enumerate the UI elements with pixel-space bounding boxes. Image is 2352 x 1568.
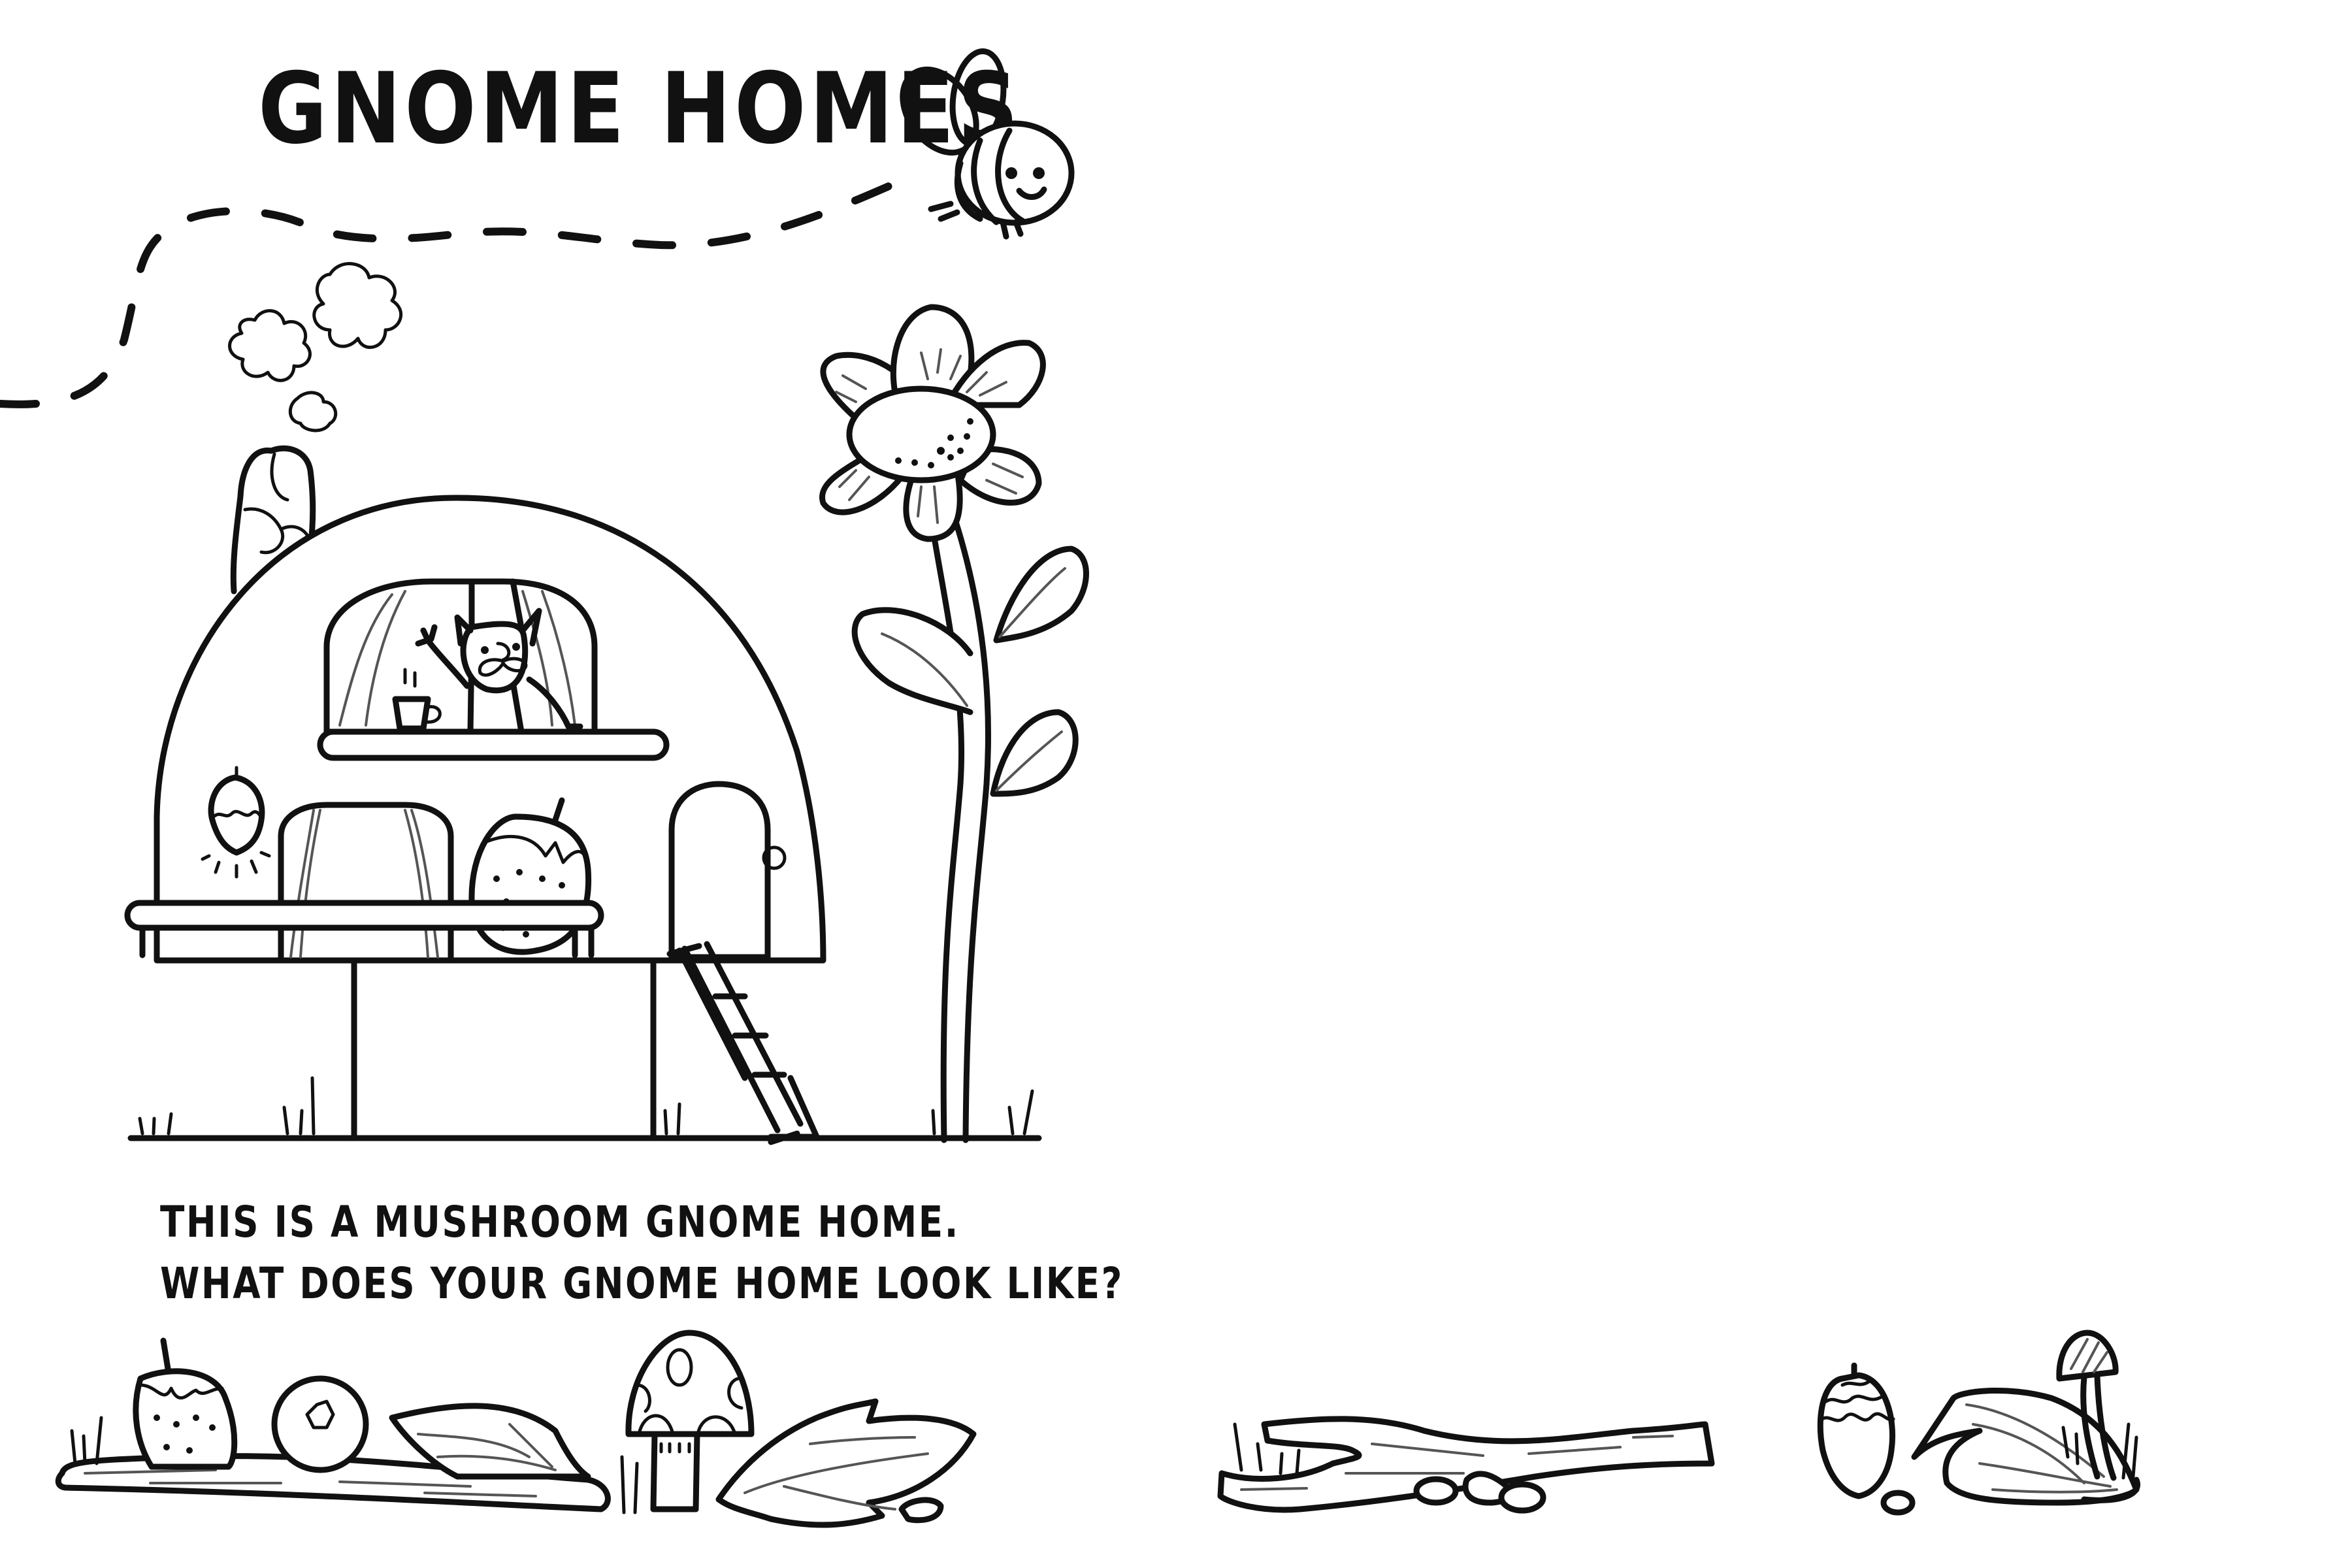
ladder-icon — [666, 941, 820, 1145]
flight-path-icon — [0, 174, 912, 408]
mushroom-house — [124, 495, 826, 1145]
blueberry-icon — [271, 1375, 369, 1473]
round-door — [668, 781, 771, 960]
door-knob-icon — [762, 845, 787, 870]
gnome-icon — [415, 578, 583, 735]
teacup-icon — [392, 668, 442, 732]
leaf-right-icon — [1911, 1388, 2140, 1506]
strawberry-border-icon — [133, 1368, 238, 1470]
bottom-border-right — [1217, 1330, 2140, 1516]
flower-icon — [819, 304, 1089, 1143]
ground-grass — [127, 1076, 1042, 1141]
pebble-icon-3 — [1498, 1481, 1546, 1514]
small-mushroom-icon — [2056, 1330, 2138, 1481]
pebble-icon-4 — [1880, 1490, 1916, 1516]
branch-icon — [1217, 1416, 1715, 1513]
upper-window — [323, 578, 598, 735]
page-title: GNOME HOMES — [258, 52, 1022, 166]
acorn-lamp-icon — [201, 766, 271, 879]
left-page: GNOME HOMES THIS IS A MUSHROOM GNOME HOM… — [160, 52, 1124, 1309]
porch-shelf — [124, 900, 604, 931]
bee-icon — [900, 48, 1075, 240]
acorn-icon — [1817, 1362, 1896, 1499]
bottom-border-left — [55, 1330, 977, 1528]
large-leaf-icon — [715, 1398, 977, 1528]
prompt-line-1: THIS IS A MUSHROOM GNOME HOME. — [160, 1197, 960, 1247]
prompt-line-2: WHAT DOES YOUR GNOME HOME LOOK LIKE? — [160, 1258, 1124, 1309]
pebble-icon — [898, 1497, 944, 1524]
spotted-mushroom-icon — [620, 1330, 755, 1514]
smoke-cloud-icon — [228, 262, 403, 433]
pebble-icon-1 — [1413, 1476, 1459, 1506]
window-sill — [317, 728, 670, 761]
